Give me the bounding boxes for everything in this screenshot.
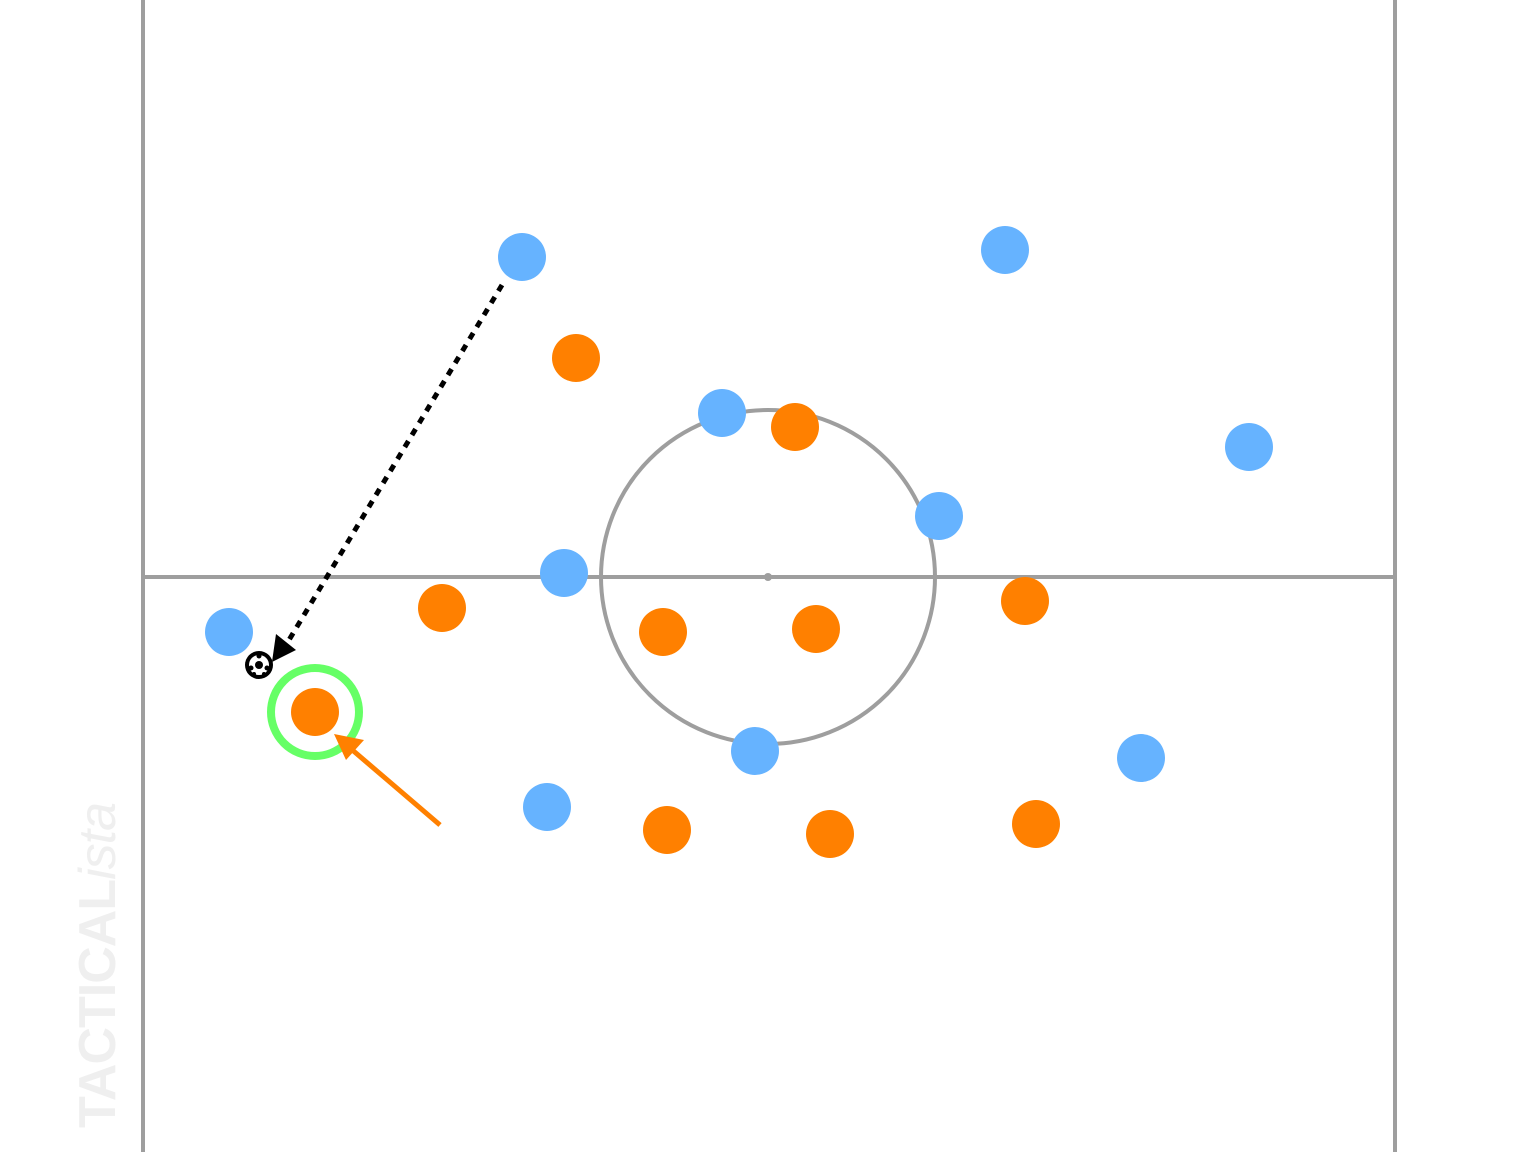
center-spot bbox=[764, 573, 772, 581]
orange-player-8 bbox=[643, 806, 691, 854]
blue-player-9 bbox=[1117, 734, 1165, 782]
blue-player-3 bbox=[698, 389, 746, 437]
highlight-arrowhead bbox=[334, 734, 364, 760]
blue-player-7 bbox=[205, 608, 253, 656]
blue-player-8 bbox=[731, 727, 779, 775]
orange-player-9 bbox=[806, 810, 854, 858]
orange-player-3 bbox=[418, 584, 466, 632]
blue-player-5 bbox=[915, 492, 963, 540]
orange-player-5 bbox=[792, 605, 840, 653]
players bbox=[205, 226, 1273, 858]
soccer-ball-icon bbox=[245, 651, 273, 679]
watermark-main: TACTICAL bbox=[69, 879, 127, 1128]
pitch-lines bbox=[141, 0, 1397, 1152]
watermark-logo: TACTICALista bbox=[68, 803, 128, 1128]
orange-player-7 bbox=[291, 688, 339, 736]
highlight-arrow-line bbox=[348, 746, 442, 827]
orange-player-2 bbox=[771, 403, 819, 451]
pass-arrowhead bbox=[272, 634, 296, 662]
orange-player-1 bbox=[552, 334, 600, 382]
blue-player-1 bbox=[498, 233, 546, 281]
watermark-suffix: ista bbox=[69, 802, 127, 880]
blue-player-4 bbox=[1225, 423, 1273, 471]
blue-player-6 bbox=[540, 549, 588, 597]
blue-player-2 bbox=[981, 226, 1029, 274]
orange-player-6 bbox=[1001, 577, 1049, 625]
blue-player-10 bbox=[523, 783, 571, 831]
orange-player-4 bbox=[639, 608, 687, 656]
highlight-ring bbox=[267, 664, 363, 760]
orange-player-10 bbox=[1012, 800, 1060, 848]
pass-line bbox=[283, 283, 505, 647]
